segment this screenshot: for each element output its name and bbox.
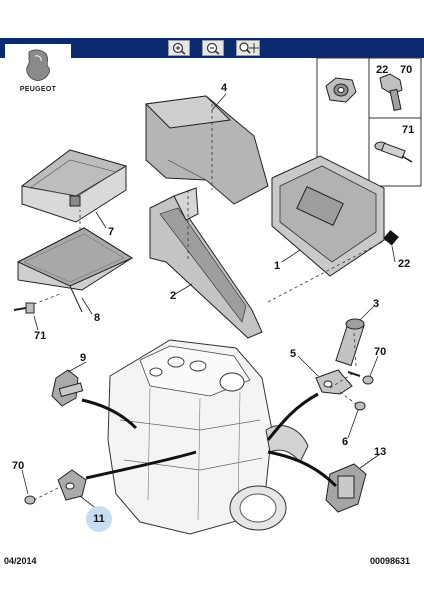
part-11-sensor [57,469,87,501]
callout-7: 7 [108,226,115,238]
rivet-71 [374,141,413,163]
callout-3: 3 [373,298,380,310]
callout-9: 9 [80,352,87,364]
nut-22 [325,77,357,103]
engine-block [107,339,309,535]
harness-11 [85,450,197,480]
callout-5: 5 [290,348,297,360]
zoom-fit-button[interactable] [236,40,260,56]
brand-name: PEUGEOT [19,86,57,93]
zoom-in-icon [172,42,186,55]
part-13-sensor [325,463,367,513]
zoom-fit-icon [239,42,259,54]
harness-5 [266,392,319,441]
part-1-ecu [271,155,385,277]
callout-2: 2 [170,290,177,302]
zoom-in-button[interactable] [168,40,190,56]
callout-13: 13 [374,446,387,458]
callout-6: 6 [342,436,349,448]
toolbar [0,38,424,58]
part-8-plate [16,227,134,313]
callout-22-box: 22 [376,64,389,76]
part-3-sensor [335,318,365,367]
callout-71-left: 71 [34,330,47,342]
callout-70-left: 70 [12,460,25,472]
callout-71-box: 71 [402,124,415,136]
part-2-bracket [149,187,263,339]
part-5-bracket [315,369,353,395]
callout-11-highlighted[interactable]: 11 [86,506,112,532]
lion-logo-icon [26,49,50,81]
callout-4: 4 [221,82,228,94]
harness-9 [81,398,138,430]
bolt-70-right [347,371,374,385]
part-9-sensor [51,369,84,407]
callout-1: 1 [274,260,281,272]
callout-70-box: 70 [400,64,413,76]
bolt-70 [379,73,403,111]
bolt-6 [354,401,366,411]
footer-date: 04/2014 [4,556,37,566]
zoom-out-icon [206,42,220,55]
screw-71-left [13,302,35,314]
part-4-cover [144,95,269,205]
part-22-marker [383,229,399,246]
bolt-70-left [24,495,36,505]
callout-22: 22 [398,258,411,270]
brand-logo: PEUGEOT [5,44,71,122]
zoom-out-button[interactable] [202,40,224,56]
callout-70-right: 70 [374,346,387,358]
footer-reference: 00098631 [370,556,411,566]
harness-13 [267,450,338,488]
callout-8: 8 [94,312,101,324]
part-7-ecu-box [20,149,128,223]
assembly-lines [33,104,387,501]
